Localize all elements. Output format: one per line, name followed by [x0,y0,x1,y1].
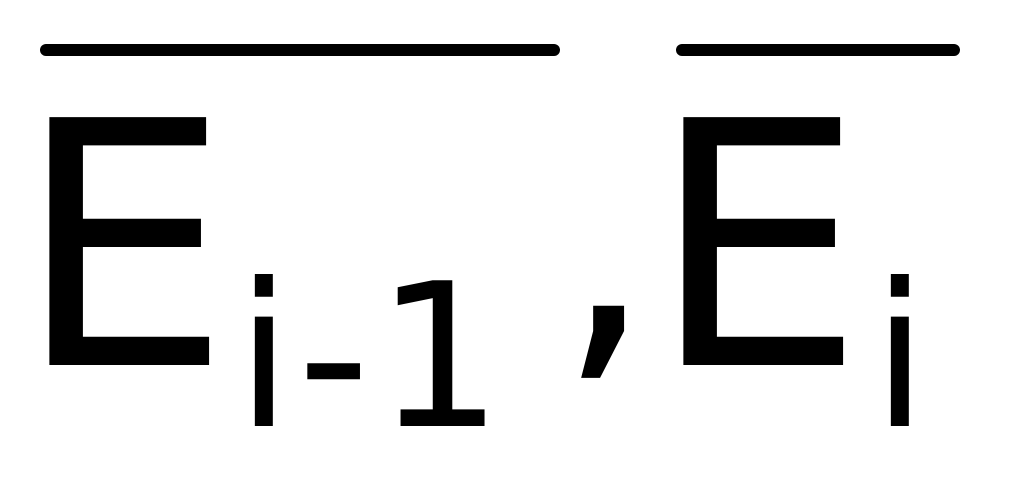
term2-subscript: i [872,241,928,474]
term1-base: E [16,50,231,446]
overline-bar-term1 [40,44,560,56]
term2-base: E [650,50,865,446]
term1-subscript: i-1 [236,241,509,474]
separator-comma: , [558,65,654,414]
overline-bar-term2 [676,44,960,56]
